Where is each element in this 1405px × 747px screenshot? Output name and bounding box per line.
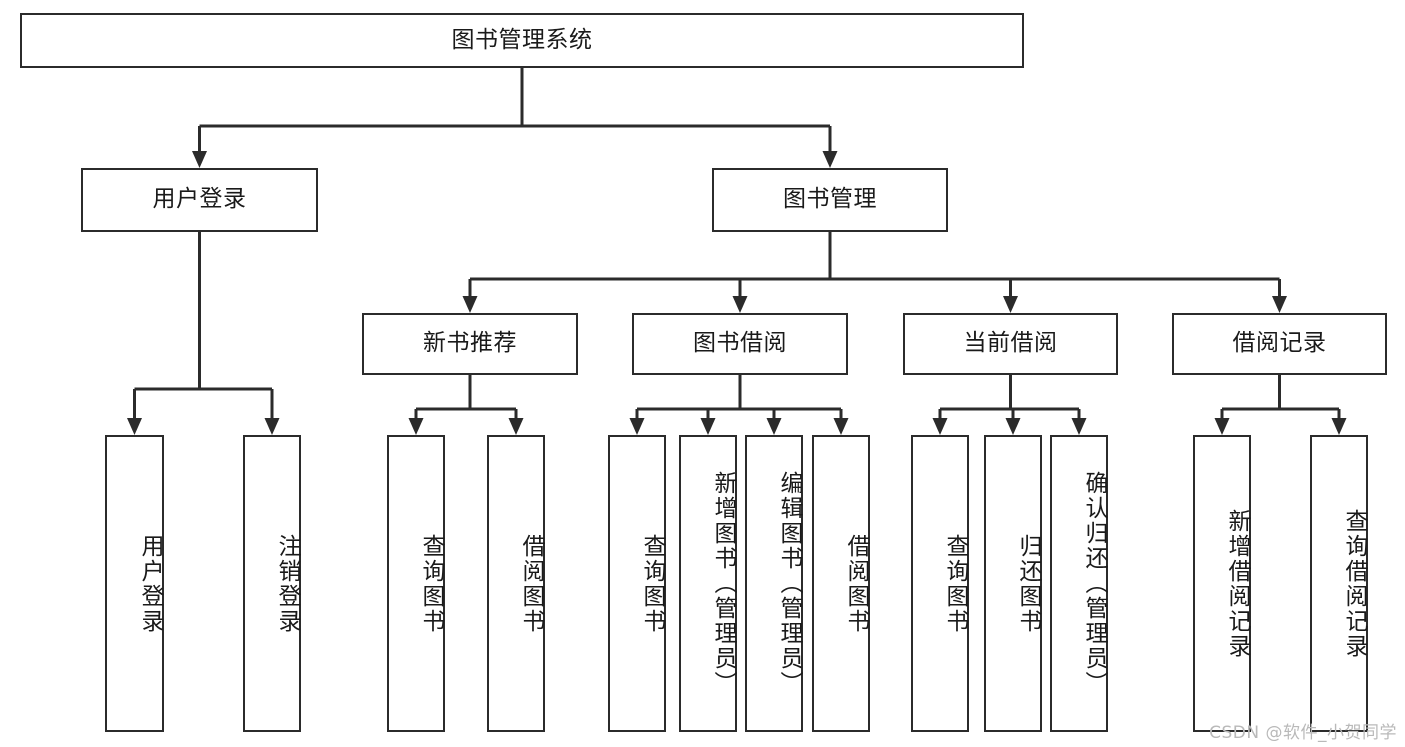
node-label: 图书借阅 [693, 330, 787, 357]
arrowhead [1331, 418, 1347, 435]
arrowhead [1071, 418, 1087, 435]
node-label: 编辑图书（管理员） [776, 471, 802, 696]
node-records[interactable]: 借阅记录 [1172, 313, 1387, 375]
node-root[interactable]: 图书管理系统 [20, 13, 1024, 68]
node-label: 确认归还（管理员） [1081, 471, 1107, 696]
node-label: 借阅图书 [843, 533, 869, 634]
node-l-add-book[interactable]: 新增图书（管理员） [679, 435, 737, 732]
arrowhead [508, 418, 524, 435]
node-label: 查询图书 [418, 533, 444, 634]
node-label: 新增借阅记录 [1224, 508, 1250, 659]
arrowhead [1272, 296, 1287, 313]
node-l-login[interactable]: 用户登录 [105, 435, 164, 732]
arrowhead [1003, 296, 1018, 313]
node-l-confirm[interactable]: 确认归还（管理员） [1050, 435, 1108, 732]
node-label: 用户登录 [152, 186, 247, 213]
node-l-return[interactable]: 归还图书 [984, 435, 1042, 732]
node-label: 借阅记录 [1232, 330, 1327, 357]
node-label: 图书管理 [783, 186, 877, 213]
node-bookmgmt[interactable]: 图书管理 [712, 168, 948, 232]
arrowhead [629, 418, 645, 435]
node-l-q-new[interactable]: 查询图书 [387, 435, 445, 732]
node-label: 查询图书 [639, 533, 665, 634]
arrowhead [822, 151, 838, 168]
arrowhead [1005, 418, 1021, 435]
node-label: 图书管理系统 [451, 26, 593, 53]
node-label: 用户登录 [137, 533, 163, 634]
node-l-edit-book[interactable]: 编辑图书（管理员） [745, 435, 803, 732]
arrowhead [264, 418, 280, 435]
node-label: 注销登录 [274, 533, 300, 634]
arrowhead [833, 418, 849, 435]
node-l-q-rec[interactable]: 查询借阅记录 [1310, 435, 1368, 732]
node-label: 新书推荐 [423, 330, 517, 357]
node-l-logout[interactable]: 注销登录 [243, 435, 301, 732]
arrowhead [1214, 418, 1230, 435]
watermark-label: CSDN @软件_小贺同学 [1209, 723, 1397, 743]
node-l-add-rec[interactable]: 新增借阅记录 [1193, 435, 1251, 732]
node-l-q-cur[interactable]: 查询图书 [911, 435, 969, 732]
arrowhead [462, 296, 478, 313]
arrowhead [127, 418, 142, 435]
node-label: 查询借阅记录 [1341, 508, 1367, 659]
arrowhead [932, 418, 948, 435]
node-label: 新增图书（管理员） [710, 471, 736, 696]
node-l-b-new[interactable]: 借阅图书 [487, 435, 545, 732]
arrowhead [192, 151, 207, 168]
node-newbook[interactable]: 新书推荐 [362, 313, 578, 375]
node-l-q-bor[interactable]: 查询图书 [608, 435, 666, 732]
node-current[interactable]: 当前借阅 [903, 313, 1118, 375]
node-l-b-bor[interactable]: 借阅图书 [812, 435, 870, 732]
node-label: 借阅图书 [518, 533, 544, 634]
arrowhead [408, 418, 424, 435]
node-label: 查询图书 [942, 533, 968, 634]
node-borrow[interactable]: 图书借阅 [632, 313, 848, 375]
node-label: 归还图书 [1015, 533, 1041, 634]
arrowhead [732, 296, 748, 313]
arrowhead [766, 418, 782, 435]
node-label: 当前借阅 [963, 330, 1058, 357]
arrowhead [700, 418, 716, 435]
node-login[interactable]: 用户登录 [81, 168, 318, 232]
